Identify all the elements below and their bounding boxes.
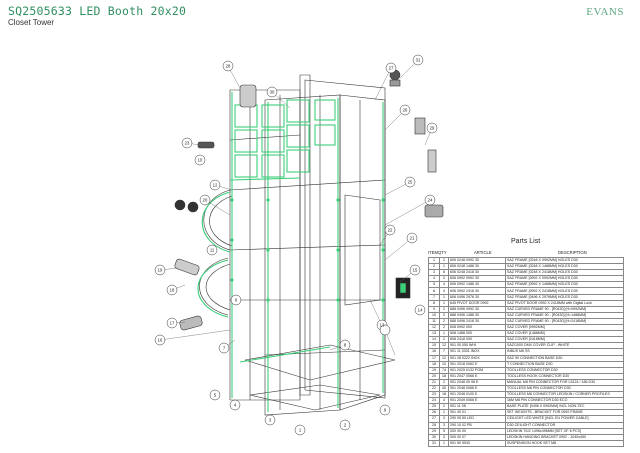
callout-25: 25 [408,180,413,185]
cell-description: SUSPENSION HOOK SET M8 [505,439,624,447]
callout-26: 26 [403,108,408,113]
ledskin-tiles [197,92,384,412]
t-connector-icon [424,204,444,218]
callout-16: 16 [158,338,163,343]
callout-18: 18 [170,288,175,293]
base-plate [244,344,396,381]
callout-23: 23 [185,141,190,146]
col-article: ARTICLE [474,250,492,255]
callout-14: 14 [418,308,423,313]
cell-qty: 1 [439,439,449,447]
callout-10: 10 [198,158,203,163]
callout-24: 24 [428,198,433,203]
callout-12: 12 [213,183,218,188]
hook-connector-icon [197,141,215,149]
callout-7: 7 [223,346,226,351]
corner-connector-icon [174,199,186,211]
callout-1: 1 [299,428,302,433]
callout-29: 29 [430,126,435,131]
callout-balloons [154,54,438,436]
base-connector-icon [179,315,203,331]
callout-20: 20 [203,198,208,203]
callout-21: 21 [410,236,415,241]
callout-2: 2 [344,423,347,428]
callout-6: 6 [235,298,238,303]
pin-connector-icon [427,149,437,173]
callout-5: 5 [214,393,217,398]
back-frame [304,79,386,399]
callout-11: 11 [210,248,215,253]
col-item: ITEM [428,250,439,255]
callout-17: 17 [170,321,175,326]
right-tower-frame [339,94,386,411]
cell-item: 31 [428,439,440,447]
pivot-door [344,194,381,306]
suspension-hook-icon [239,84,257,108]
callout-30: 30 [270,90,275,95]
drawing-title: SQ2505633 LED Booth 20x20 [8,4,187,18]
callout-3: 3 [269,418,272,423]
connector-icon [414,117,426,135]
cell-description: TOOLLESS M8 CONNECTOR LEDSKIN / CORNER P… [505,391,624,399]
col-description: DESCRIPTION [558,250,587,255]
parts-list-title: Parts List [511,238,541,245]
callout-22: 22 [388,228,393,233]
callout-8: 8 [344,343,347,348]
middle-tower-frame [264,94,341,416]
callout-27: 27 [389,66,394,71]
callout-4: 4 [234,403,237,408]
callout-31: 31 [416,58,421,63]
callout-19: 19 [158,268,163,273]
drawing-subtitle: Closet Tower [8,18,55,27]
cell-article: 901 50 5530 [448,439,506,447]
callout-15: 15 [413,268,418,273]
curved-frame-lower [199,257,229,316]
callout-13: 13 [380,323,385,328]
company-logo: EVANS [586,6,624,18]
callout-28: 28 [226,64,231,69]
callout-9: 9 [384,408,387,413]
col-qty: QTY [438,250,447,255]
curved-frame-upper [203,189,231,251]
tooless-connector-icon [174,258,200,276]
